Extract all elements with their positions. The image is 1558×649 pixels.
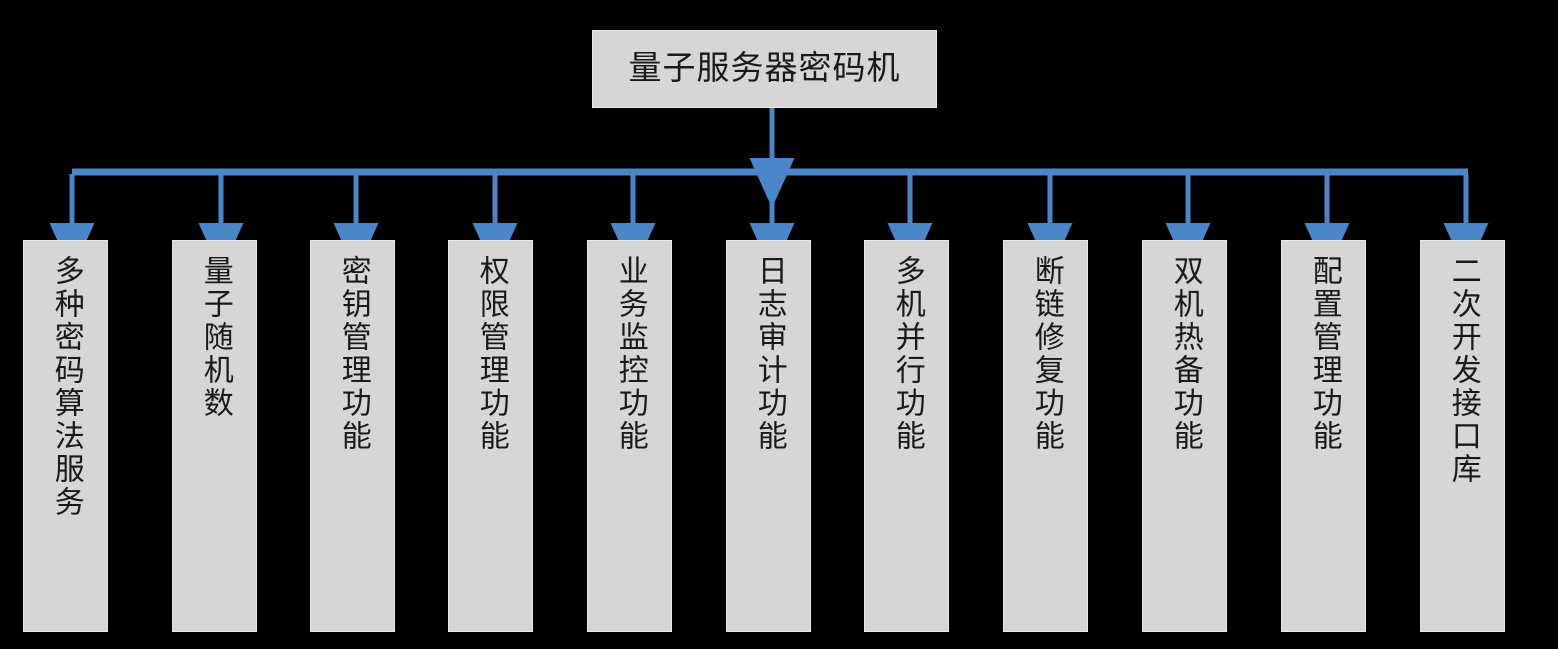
leaf-node-label: 权限管理功能 [474,255,508,453]
leaf-node-5[interactable]: 业务监控功能 [587,240,672,632]
leaf-node-label: 断链修复功能 [1029,255,1063,453]
leaf-node-label: 配置管理功能 [1307,255,1341,453]
leaf-node-label: 多机并行功能 [890,255,924,453]
root-node-quantum-server-crypto-machine[interactable]: 量子服务器密码机 [592,30,937,108]
leaf-node-11[interactable]: 二次开发接口库 [1420,240,1505,632]
leaf-node-label: 日志审计功能 [752,255,786,453]
leaf-node-label: 密钥管理功能 [336,255,370,453]
leaf-node-6[interactable]: 日志审计功能 [726,240,811,632]
leaf-node-10[interactable]: 配置管理功能 [1281,240,1366,632]
root-node-label: 量子服务器密码机 [628,50,901,87]
leaf-node-label: 多种密码算法服务 [49,255,83,519]
leaf-node-1[interactable]: 多种密码算法服务 [23,240,108,632]
leaf-node-label: 双机热备功能 [1168,255,1202,453]
leaf-node-3[interactable]: 密钥管理功能 [310,240,395,632]
leaf-node-7[interactable]: 多机并行功能 [864,240,949,632]
leaf-node-4[interactable]: 权限管理功能 [448,240,533,632]
leaf-node-label: 量子随机数 [198,255,232,420]
leaf-node-label: 二次开发接口库 [1446,255,1480,486]
leaf-node-label: 业务监控功能 [613,255,647,453]
leaf-node-9[interactable]: 双机热备功能 [1142,240,1227,632]
leaf-node-2[interactable]: 量子随机数 [172,240,257,632]
leaf-node-8[interactable]: 断链修复功能 [1003,240,1088,632]
